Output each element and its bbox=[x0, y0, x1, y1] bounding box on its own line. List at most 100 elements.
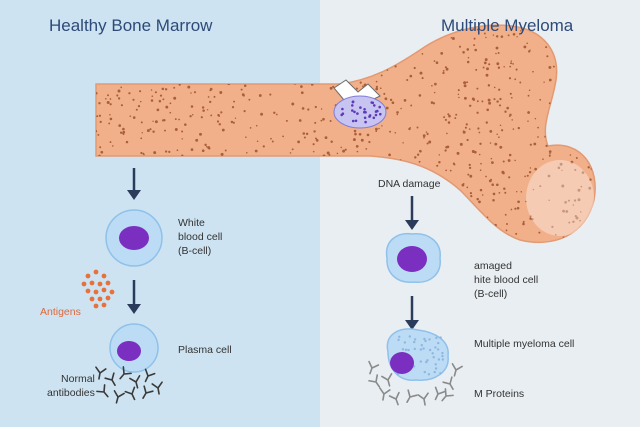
marrow-speckle bbox=[396, 113, 399, 116]
marrow-speckle bbox=[219, 91, 223, 94]
marrow-speckle bbox=[488, 179, 492, 183]
marrow-speckle bbox=[256, 211, 258, 213]
marrow-speckle bbox=[584, 136, 586, 139]
marrow-speckle bbox=[575, 120, 578, 123]
marrow-speckle bbox=[207, 146, 211, 149]
marrow-speckle bbox=[155, 193, 159, 196]
marrow-speckle bbox=[552, 65, 555, 68]
marrow-speckle bbox=[439, 227, 442, 230]
marrow-speckle bbox=[98, 162, 101, 164]
marrow-speckle bbox=[210, 114, 213, 117]
lesion-cell-dot bbox=[351, 100, 355, 104]
marrow-speckle bbox=[409, 34, 412, 36]
marrow-speckle bbox=[495, 35, 499, 38]
marrow-speckle bbox=[142, 162, 146, 166]
plasma-cell bbox=[109, 323, 159, 373]
white-blood-cell-nucleus bbox=[119, 226, 149, 250]
marrow-speckle bbox=[508, 176, 511, 179]
marrow-speckle bbox=[185, 41, 188, 44]
marrow-speckle bbox=[505, 229, 508, 232]
marrow-speckle bbox=[178, 83, 181, 86]
marrow-speckle bbox=[435, 61, 439, 64]
marrow-speckle bbox=[380, 224, 382, 226]
marrow-speckle bbox=[220, 152, 224, 156]
marrow-speckle bbox=[237, 23, 239, 25]
marrow-speckle bbox=[149, 67, 152, 71]
marrow-speckle bbox=[561, 184, 565, 188]
myeloma-title: Multiple Myeloma bbox=[441, 16, 574, 35]
marrow-speckle bbox=[107, 56, 110, 59]
marrow-speckle bbox=[369, 175, 372, 178]
marrow-speckle bbox=[296, 213, 299, 216]
marrow-speckle bbox=[429, 39, 432, 43]
marrow-speckle bbox=[339, 54, 343, 58]
marrow-speckle bbox=[168, 63, 172, 66]
marrow-speckle bbox=[380, 74, 383, 77]
marrow-speckle bbox=[257, 166, 261, 169]
marrow-speckle bbox=[495, 46, 499, 50]
marrow-speckle bbox=[389, 98, 393, 102]
m-protein bbox=[434, 386, 446, 401]
marrow-speckle bbox=[469, 104, 472, 108]
marrow-speckle bbox=[502, 160, 505, 163]
marrow-speckle bbox=[129, 53, 132, 55]
marrow-speckle bbox=[435, 201, 438, 204]
marrow-speckle bbox=[181, 130, 184, 133]
antigen-particle bbox=[97, 281, 103, 287]
marrow-speckle bbox=[101, 217, 104, 220]
marrow-speckle bbox=[228, 25, 232, 27]
marrow-speckle bbox=[239, 46, 243, 50]
marrow-speckle bbox=[355, 180, 358, 183]
marrow-speckle bbox=[533, 142, 537, 146]
marrow-speckle bbox=[368, 140, 371, 144]
marrow-speckle bbox=[226, 158, 228, 161]
marrow-speckle bbox=[506, 223, 508, 225]
marrow-speckle bbox=[369, 180, 372, 184]
marrow-speckle bbox=[515, 232, 518, 235]
marrow-speckle bbox=[426, 142, 429, 145]
marrow-speckle bbox=[508, 77, 512, 80]
marrow-speckle bbox=[329, 50, 332, 53]
marrow-speckle bbox=[504, 239, 508, 243]
marrow-speckle bbox=[353, 129, 357, 133]
marrow-speckle bbox=[342, 149, 346, 153]
marrow-speckle bbox=[497, 52, 500, 54]
marrow-speckle bbox=[539, 185, 542, 188]
marrow-speckle bbox=[398, 225, 402, 229]
antibody bbox=[95, 366, 107, 380]
marrow-speckle bbox=[572, 94, 575, 97]
marrow-speckle bbox=[250, 40, 254, 44]
marrow-speckle bbox=[443, 116, 446, 119]
marrow-speckle bbox=[315, 42, 319, 46]
marrow-speckle bbox=[163, 59, 165, 61]
marrow-speckle bbox=[335, 197, 337, 200]
marrow-speckle bbox=[345, 212, 349, 216]
marrow-speckle bbox=[232, 121, 235, 124]
marrow-speckle bbox=[353, 39, 357, 42]
marrow-speckle bbox=[587, 134, 590, 138]
marrow-speckle bbox=[452, 215, 456, 218]
antigen-particle bbox=[89, 296, 95, 302]
marrow-speckle bbox=[364, 157, 366, 160]
myeloma-granule bbox=[441, 351, 444, 355]
marrow-speckle bbox=[563, 77, 566, 80]
arrowhead-1 bbox=[127, 190, 141, 200]
marrow-speckle bbox=[115, 173, 119, 176]
marrow-speckle bbox=[588, 229, 592, 233]
marrow-speckle bbox=[249, 76, 252, 79]
marrow-speckle bbox=[438, 160, 441, 164]
marrow-speckle bbox=[108, 63, 111, 66]
marrow-speckle bbox=[324, 73, 327, 76]
marrow-speckle bbox=[481, 100, 484, 103]
marrow-speckle bbox=[188, 37, 191, 40]
marrow-speckle bbox=[230, 79, 234, 83]
marrow-speckle bbox=[333, 203, 337, 206]
marrow-speckle bbox=[96, 238, 100, 241]
marrow-speckle bbox=[171, 178, 175, 181]
marrow-speckle bbox=[280, 48, 282, 51]
marrow-speckle bbox=[154, 78, 157, 81]
marrow-speckle bbox=[395, 23, 397, 25]
marrow-speckle bbox=[362, 54, 365, 57]
marrow-speckle bbox=[539, 98, 542, 101]
